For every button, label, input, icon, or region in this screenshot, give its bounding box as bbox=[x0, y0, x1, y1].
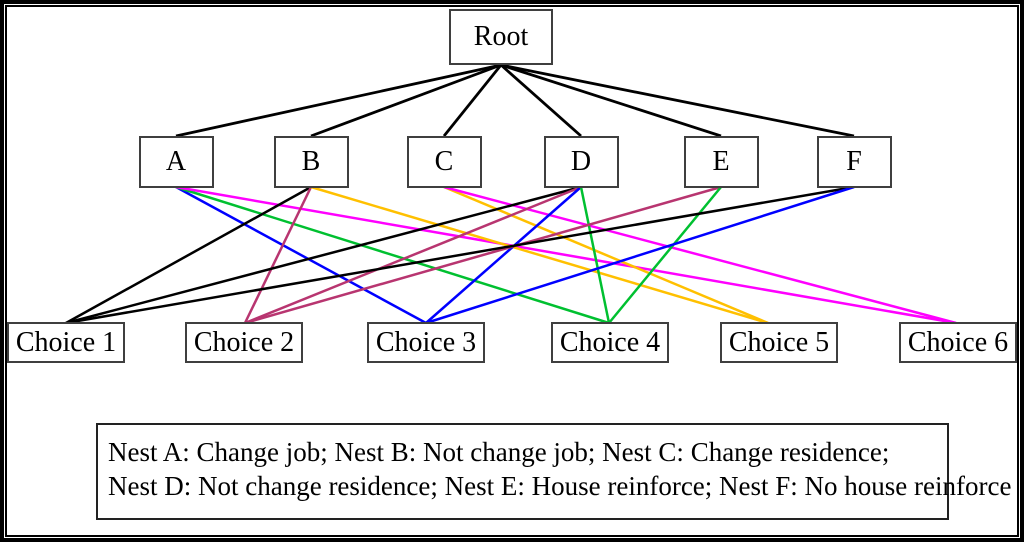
edge-root-E bbox=[500, 63, 722, 138]
nest-node-F-label: F bbox=[846, 146, 862, 177]
edge-nest-B-choice-1 bbox=[65, 185, 312, 325]
edge-root-B bbox=[310, 63, 502, 138]
choice-node-1: Choice 1 bbox=[7, 322, 125, 363]
legend-box: Nest A: Change job; Nest B: Not change j… bbox=[96, 423, 1012, 520]
edge-root-F bbox=[500, 63, 855, 138]
choice-node-3: Choice 3 bbox=[367, 322, 485, 363]
edge-nest-A-choice-3 bbox=[175, 185, 427, 325]
edge-nest-F-choice-1 bbox=[65, 185, 855, 325]
edge-nest-A-choice-4 bbox=[175, 185, 610, 325]
choice-node-5-label: Choice 5 bbox=[728, 326, 830, 358]
choice-node-6-label: Choice 6 bbox=[907, 326, 1009, 358]
edge-nest-D-choice-2 bbox=[244, 185, 582, 325]
choice-node-2-label: Choice 2 bbox=[193, 326, 295, 358]
choice-node-6: Choice 6 bbox=[899, 322, 1017, 363]
choice-node-2: Choice 2 bbox=[185, 322, 303, 363]
edge-nest-B-choice-2 bbox=[243, 186, 313, 324]
nest-node-A: A bbox=[138, 136, 214, 188]
edge-nest-B-choice-5 bbox=[310, 185, 769, 325]
choice-node-5: Choice 5 bbox=[720, 322, 838, 363]
nest-node-B-label: B bbox=[301, 146, 321, 177]
nest-node-C: C bbox=[406, 136, 482, 188]
edge-nest-A-choice-6 bbox=[175, 185, 957, 325]
nest-node-E-label: E bbox=[712, 146, 730, 177]
choice-node-4: Choice 4 bbox=[551, 322, 669, 363]
edge-root-C bbox=[442, 64, 503, 137]
legend-line-1: Nest A: Change job; Nest B: Not change j… bbox=[108, 437, 890, 467]
nest-node-C-label: C bbox=[434, 146, 454, 177]
edge-nest-C-choice-6 bbox=[443, 185, 957, 325]
legend-line-2: Nest D: Not change residence; Nest E: Ho… bbox=[108, 471, 1012, 501]
nest-node-F: F bbox=[816, 136, 892, 188]
nest-node-B: B bbox=[273, 136, 349, 188]
nest-node-D: D bbox=[543, 136, 619, 188]
choice-node-3-label: Choice 3 bbox=[375, 326, 477, 358]
edge-root-A bbox=[175, 63, 502, 138]
root-node: Root bbox=[449, 9, 553, 65]
root-node-label: Root bbox=[473, 21, 529, 52]
nest-node-E: E bbox=[683, 136, 759, 188]
edge-nest-E-choice-2 bbox=[244, 185, 722, 325]
edge-nest-D-choice-1 bbox=[65, 185, 582, 325]
edge-root-D bbox=[500, 63, 582, 138]
nest-node-D-label: D bbox=[570, 146, 592, 177]
edge-nest-D-choice-3 bbox=[425, 186, 582, 324]
edge-nest-E-choice-4 bbox=[608, 186, 722, 324]
choice-node-4-label: Choice 4 bbox=[559, 326, 661, 358]
choice-node-1-label: Choice 1 bbox=[15, 326, 117, 358]
edge-nest-D-choice-4 bbox=[579, 186, 611, 324]
edge-nest-F-choice-3 bbox=[425, 185, 855, 325]
nest-node-A-label: A bbox=[165, 146, 187, 177]
